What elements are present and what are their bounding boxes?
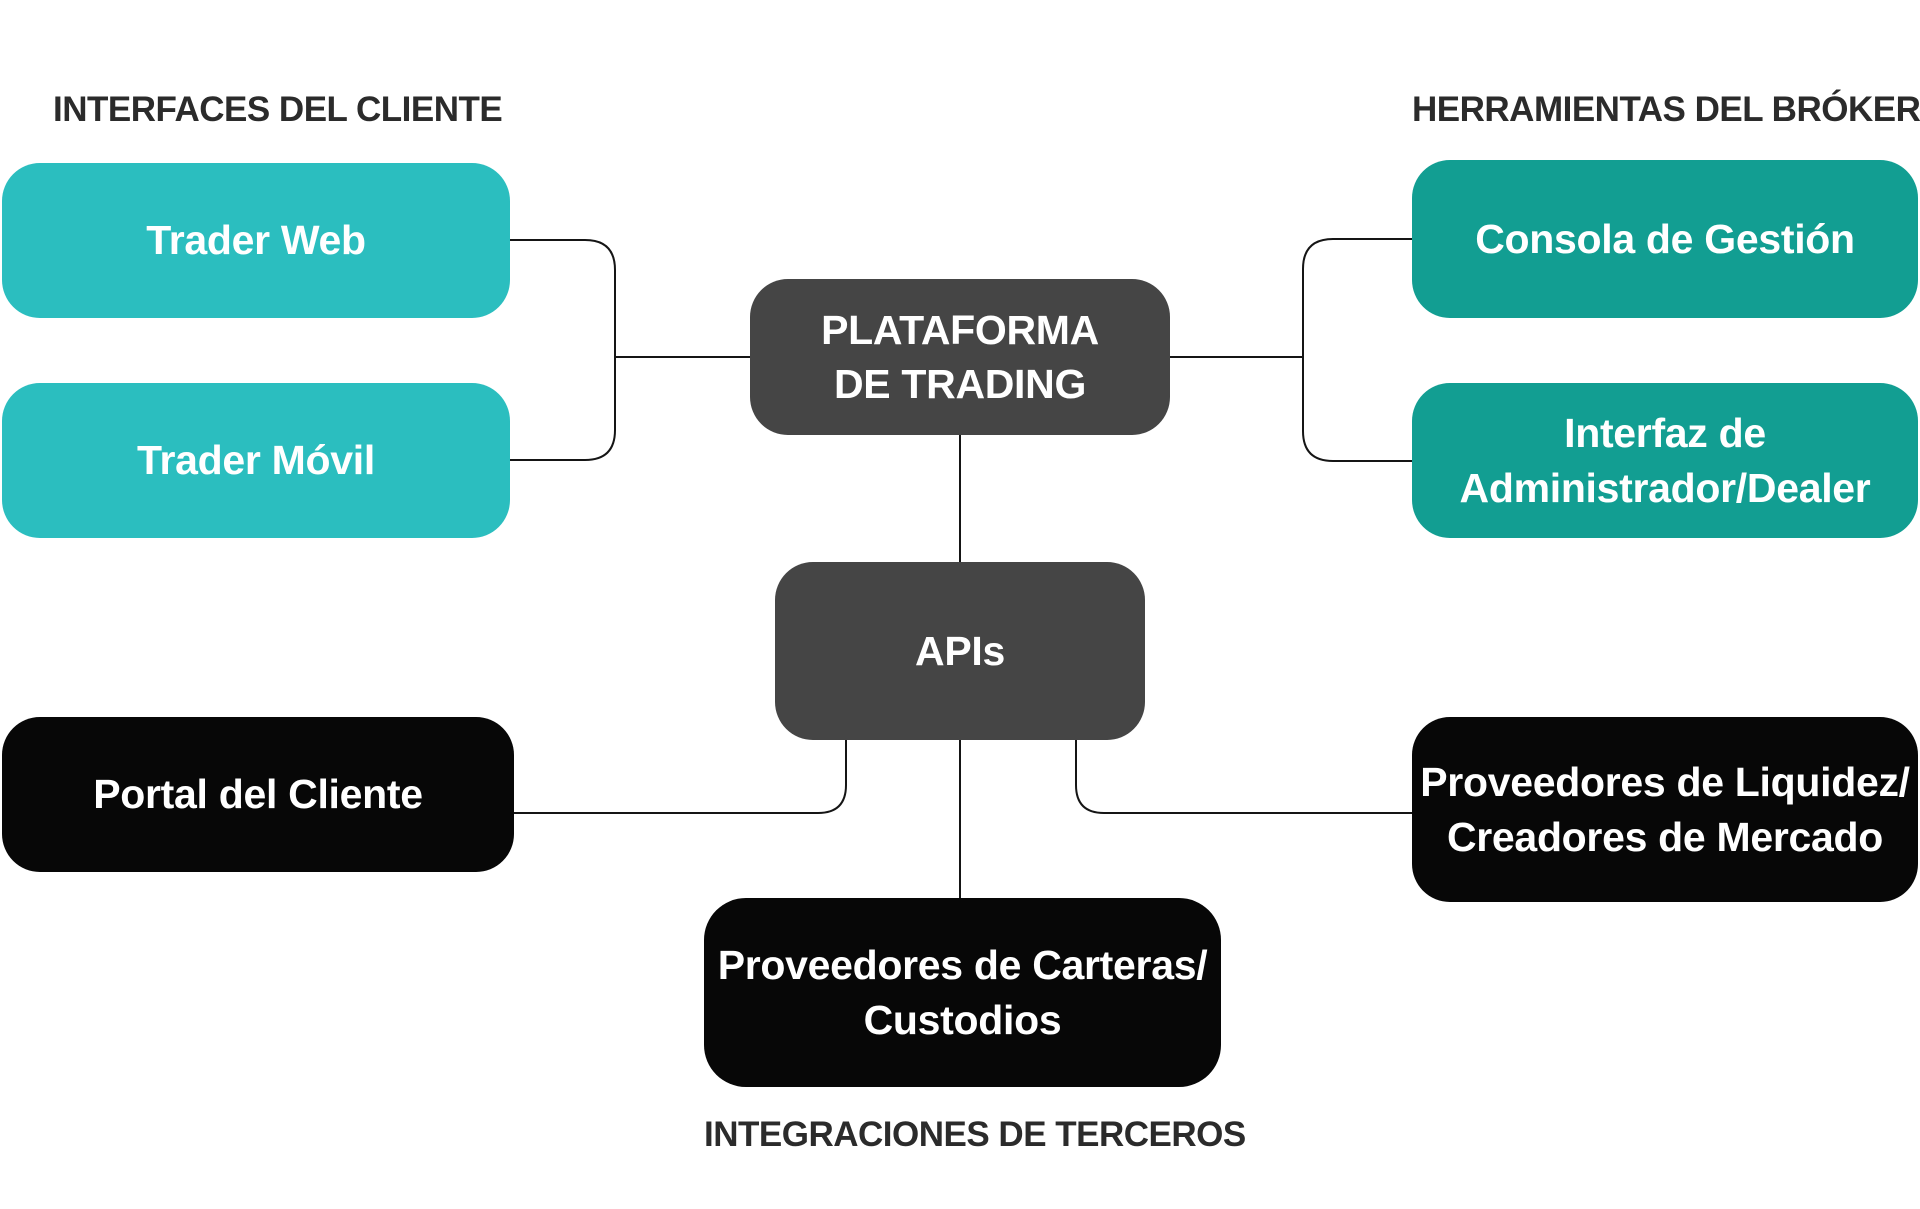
node-wallet-providers: Proveedores de Carteras/ Custodios [704, 898, 1221, 1087]
node-trader-web: Trader Web [2, 163, 510, 318]
connector-apis-to-client-portal [514, 740, 847, 814]
node-management-console: Consola de Gestión [1412, 160, 1918, 318]
node-apis: APIs [775, 562, 1145, 740]
node-trader-movil: Trader Móvil [2, 383, 510, 538]
section-label-broker-tools: HERRAMIENTAS DEL BRÓKER [1412, 90, 1920, 129]
section-label-third-party-integrations: INTEGRACIONES DE TERCEROS [704, 1115, 1246, 1154]
connector-broker-bracket [1302, 238, 1412, 462]
node-admin-dealer-interface: Interfaz de Administrador/Dealer [1412, 383, 1918, 538]
node-client-portal: Portal del Cliente [2, 717, 514, 872]
connector-client-bracket [510, 239, 616, 461]
node-trading-platform: PLATAFORMA DE TRADING [750, 279, 1170, 435]
connector-apis-to-liquidity-providers [1075, 740, 1412, 814]
node-liquidity-providers: Proveedores de Liquidez/ Creadores de Me… [1412, 717, 1918, 902]
section-label-client-interfaces: INTERFACES DEL CLIENTE [53, 90, 503, 129]
